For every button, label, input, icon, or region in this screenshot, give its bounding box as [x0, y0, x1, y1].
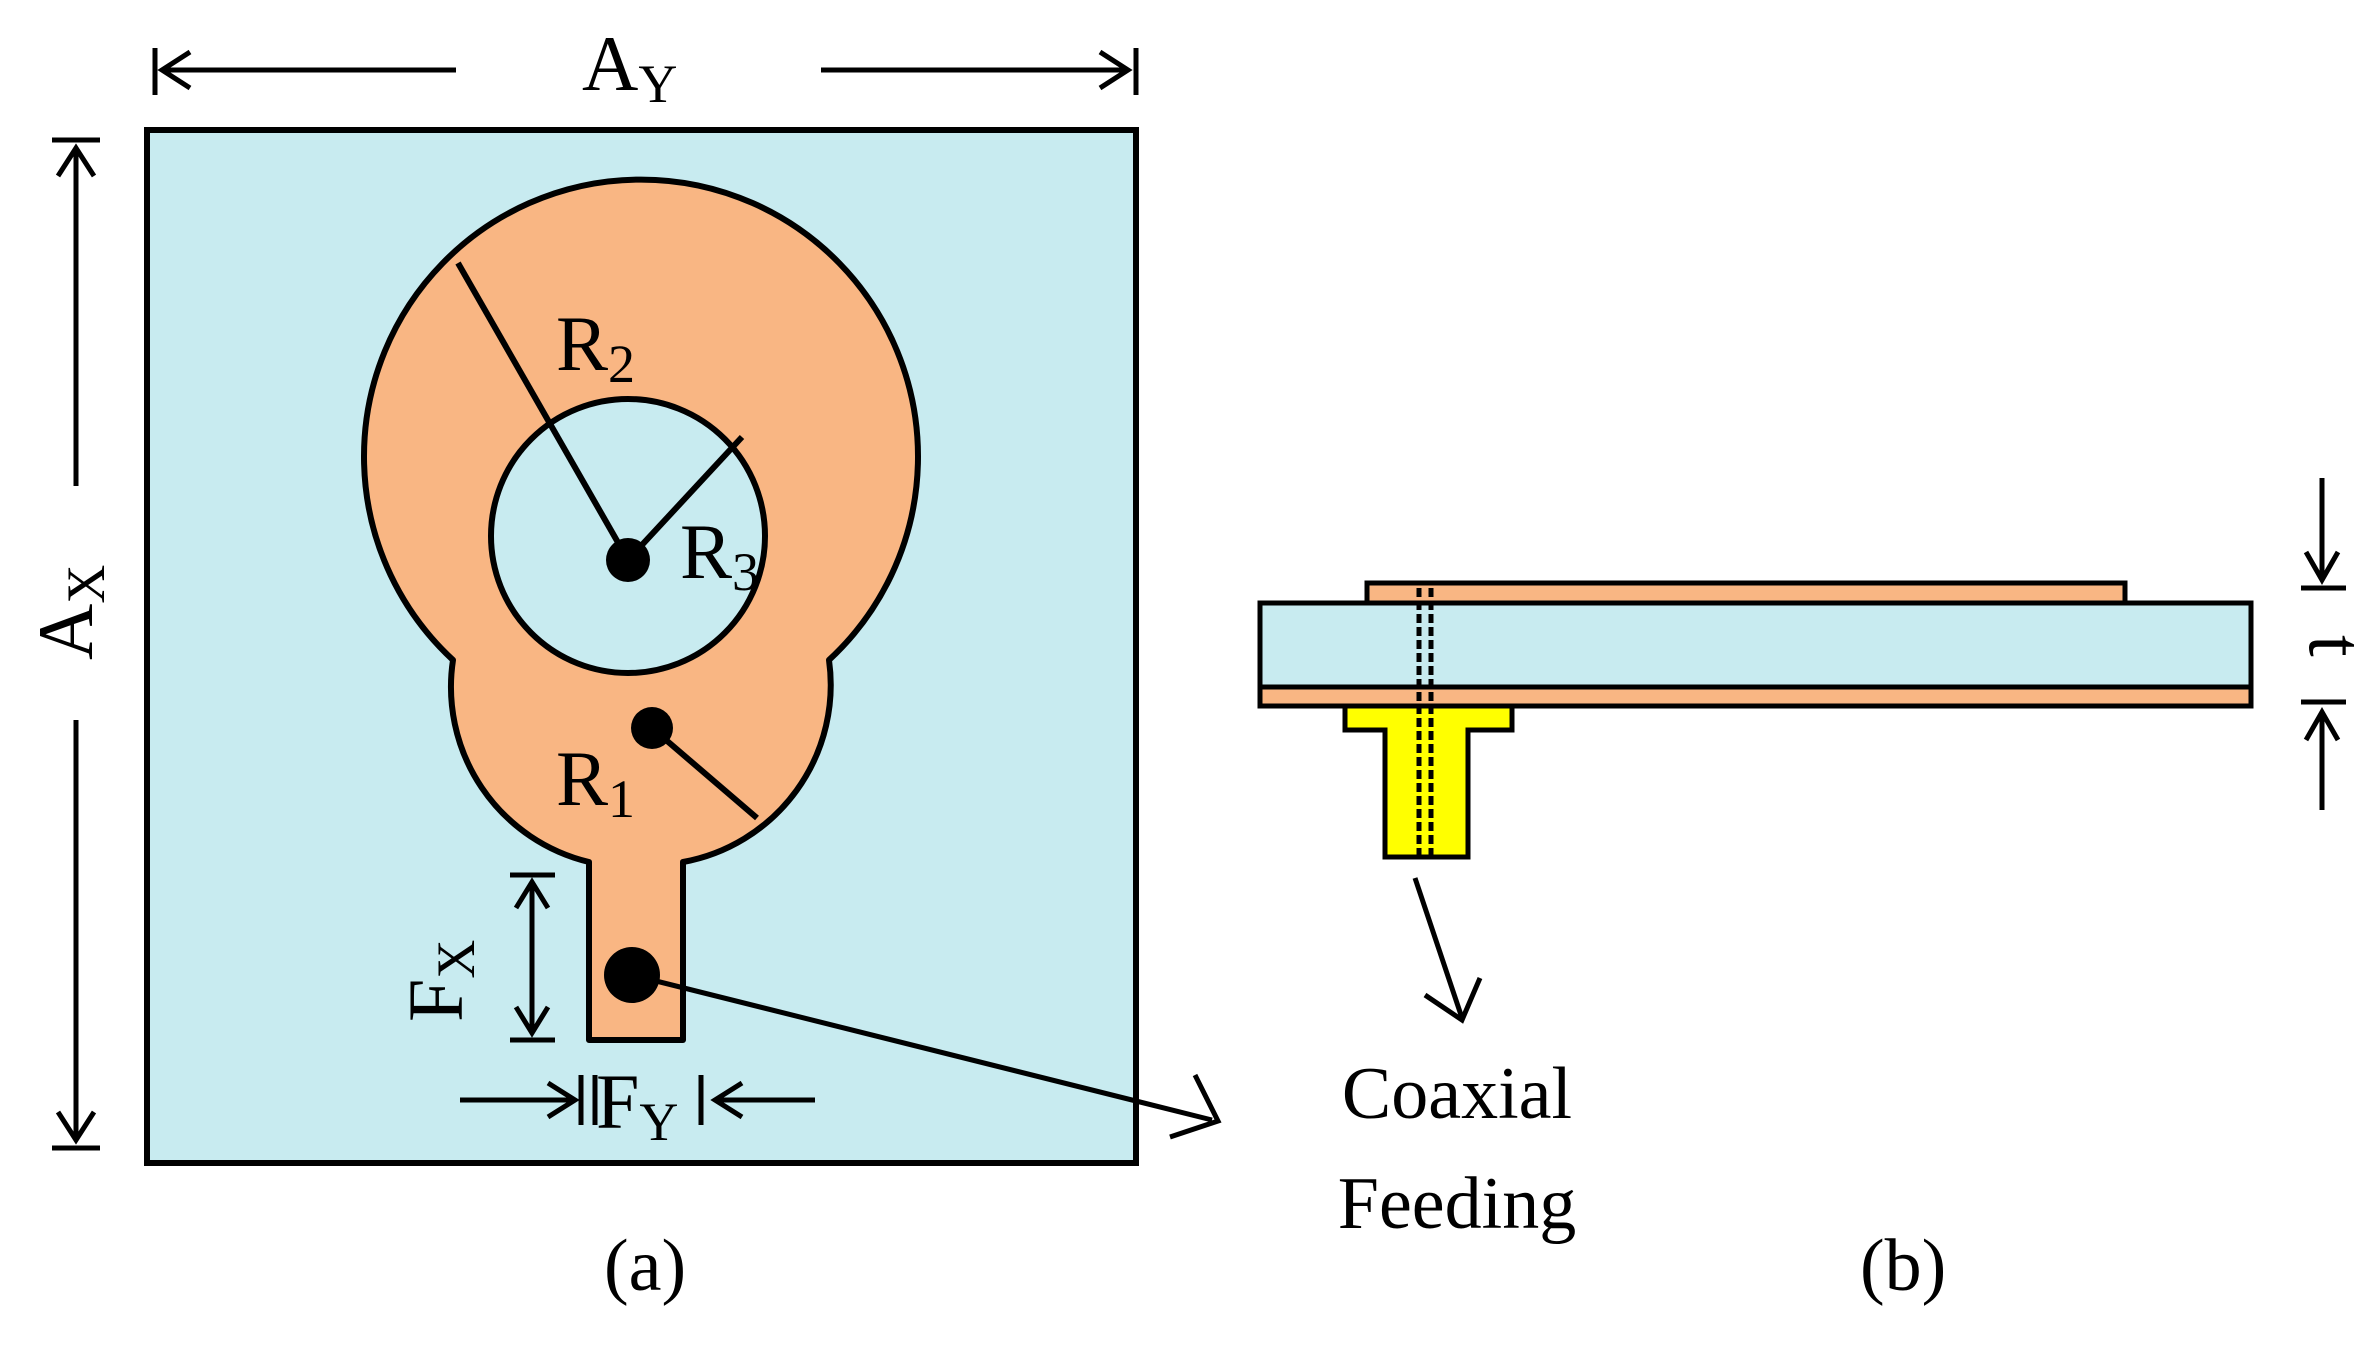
- label-r1: R1: [556, 735, 635, 829]
- dimension-ay: [152, 48, 1139, 95]
- dimension-fx: [510, 872, 555, 1043]
- inner-circle-r3: [488, 396, 768, 676]
- connector-leader-arrowhead: [1423, 977, 1483, 1024]
- side-view: t (b): [1257, 478, 2361, 1307]
- radius-line-r1: [650, 725, 759, 821]
- feed-leader-arrowhead: [1169, 1073, 1222, 1140]
- dimension-ax: [52, 137, 100, 1151]
- feed-label-line2: Feeding: [1338, 1163, 1576, 1245]
- dimension-fy: [460, 1075, 815, 1125]
- label-t: t: [2293, 635, 2361, 657]
- substrate-side: [1257, 600, 2254, 690]
- caption-a: (a): [604, 1225, 686, 1307]
- label-r3: R3: [680, 508, 759, 602]
- dimension-t: [2301, 478, 2346, 810]
- label-ay: AY: [582, 20, 677, 114]
- label-ax: AX: [22, 565, 116, 660]
- label-fx: FX: [392, 940, 486, 1022]
- connector-leader-line: [1412, 877, 1465, 1019]
- patch-layer-side: [1364, 580, 2128, 606]
- coaxial-feeding-label: Coaxial Feeding: [1338, 1053, 1576, 1245]
- feed-label-line1: Coaxial: [1342, 1053, 1572, 1135]
- feed-leader-line: [631, 972, 1213, 1123]
- center-dot-large: [606, 538, 650, 582]
- caption-b: (b): [1860, 1225, 1946, 1307]
- top-view: AY AX R2 R3 R1 FX FY (a): [22, 20, 1222, 1307]
- ground-layer-side: [1257, 684, 2254, 709]
- radius-line-r3: [625, 434, 745, 563]
- label-r2: R2: [556, 300, 635, 394]
- center-dot-small: [631, 707, 673, 749]
- radius-line-r2: [455, 261, 631, 562]
- label-fy: FY: [596, 1058, 678, 1152]
- coaxial-connector: [1342, 703, 1515, 860]
